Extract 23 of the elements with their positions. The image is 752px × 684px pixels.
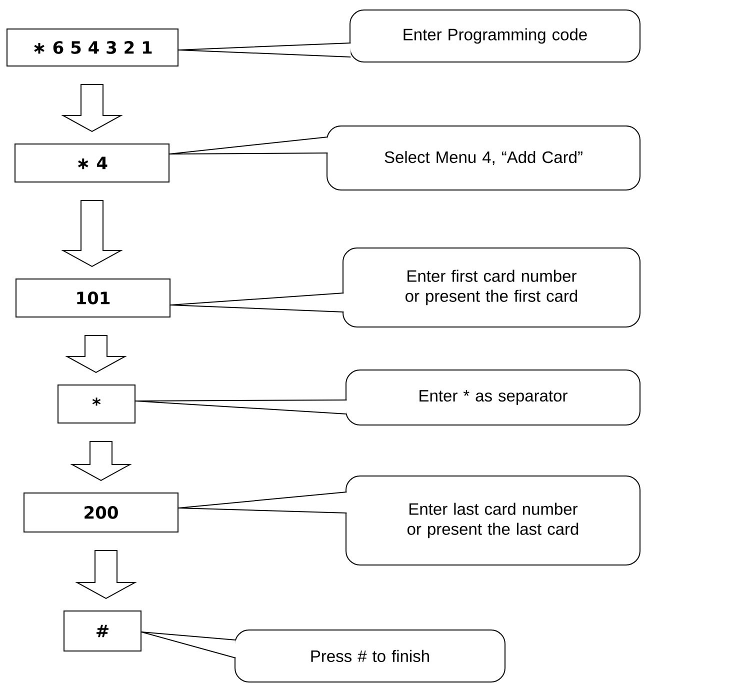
callout-pointer [170,292,344,312]
block-arrow [65,334,127,374]
callout-pointer [135,399,348,414]
callout-bubble: Enter last card number or present the last card [346,475,640,566]
callout-bubble: Enter Programming code [350,9,640,62]
callout-pointer [178,42,352,58]
callout-bubble: Select Menu 4, “Add Card” [326,125,640,190]
key-box: 200 [24,492,178,532]
key-box: ∗ 4 [14,143,170,182]
callout-pointer [169,136,328,154]
block-arrow [75,550,137,600]
callout-pointer [178,491,348,514]
callout-bubble: Enter * as separator [346,369,640,426]
block-arrow [61,84,123,132]
key-box: 101 [16,278,170,318]
key-box: ∗ 6 5 4 3 2 1 [6,28,178,66]
key-box: * [58,384,136,424]
callout-pointer [141,631,236,658]
block-arrow [70,440,132,482]
block-arrow [61,200,123,268]
callout-bubble: Enter first card number or present the first card [342,247,640,328]
callout-bubble: Press # to finish [234,629,506,682]
key-box: # [64,610,142,652]
